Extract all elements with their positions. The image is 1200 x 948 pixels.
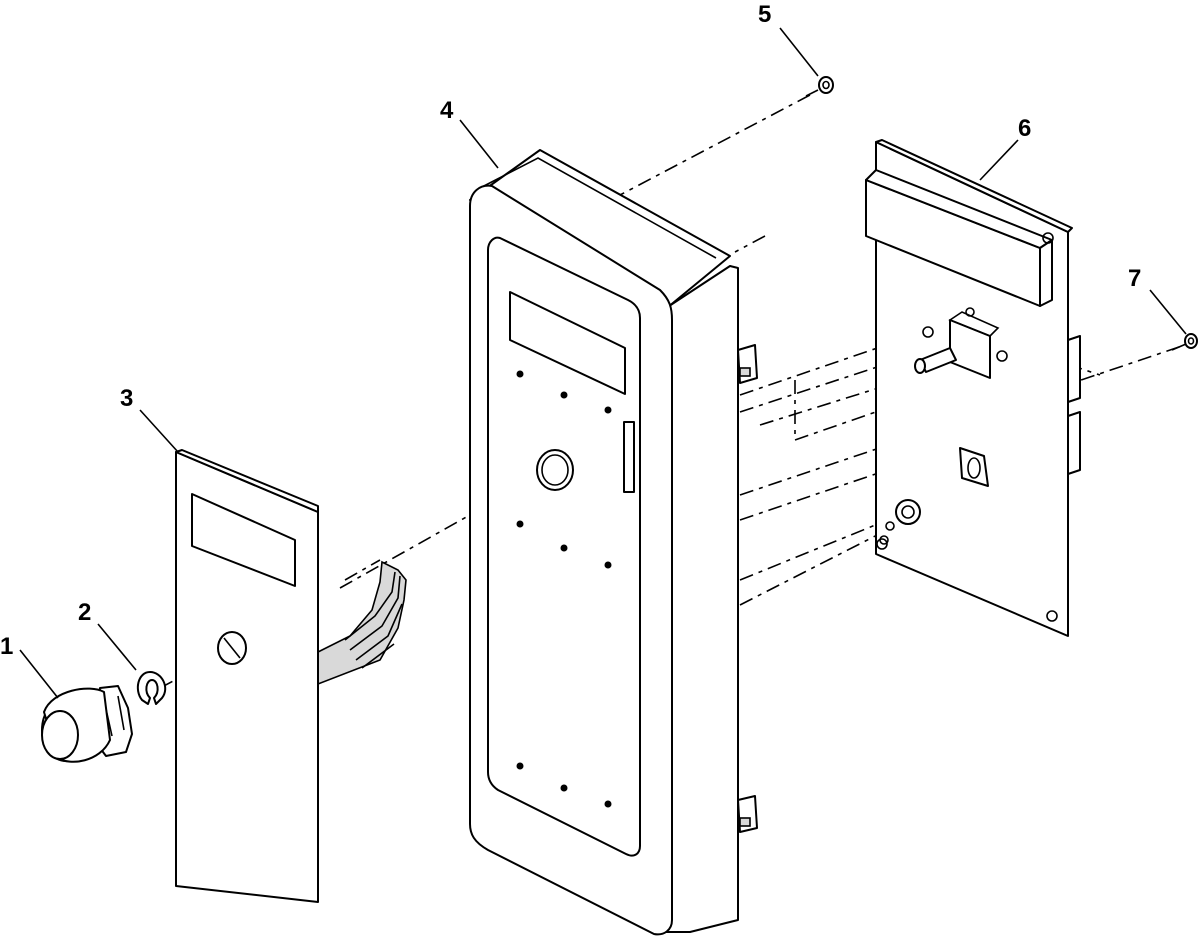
housing-part-4 [469,149,758,936]
callout-6: 6 [1018,115,1031,142]
callout-4: 4 [440,97,454,124]
circuit-board-part-6 [865,139,1081,637]
callout-3: 3 [120,385,133,412]
callout-1: 1 [0,633,13,660]
leader-lines [19,27,1187,699]
control-panel-part-3 [175,449,407,903]
screw-part-5 [805,76,834,97]
screw-part-7 [1171,333,1198,351]
knob-part-1 [41,685,133,763]
callout-labels: 1 2 3 4 5 6 7 [0,1,1141,660]
clip-part-2 [136,671,167,705]
callout-7: 7 [1128,265,1141,292]
callout-5: 5 [758,1,771,28]
callout-2: 2 [78,599,91,626]
